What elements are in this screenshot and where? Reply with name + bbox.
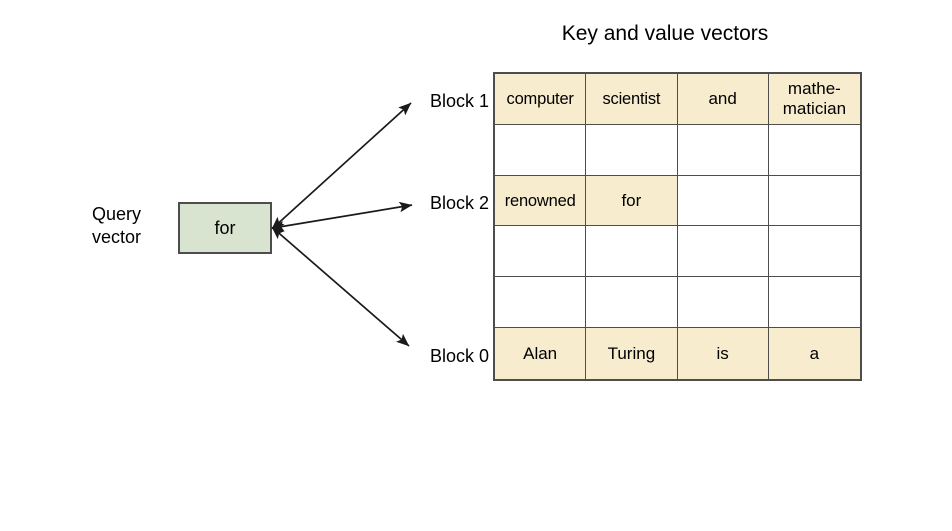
grid-cell-empty <box>768 277 860 329</box>
grid-cell-token: computer <box>495 74 587 125</box>
arrow-to-block-2 <box>270 201 413 232</box>
grid-cell-empty <box>677 226 769 278</box>
grid-cell-empty <box>768 124 860 176</box>
block-label-block-0: Block 0 <box>429 346 489 366</box>
grid-cell-empty <box>586 124 678 176</box>
grid-cell-empty <box>586 226 678 278</box>
grid-cell-token: renowned <box>495 175 587 227</box>
block-label-block-2: Block 2 <box>429 193 489 213</box>
arrow-to-block-0 <box>271 226 410 347</box>
grid-cell-token: for <box>586 175 678 227</box>
grid-cell-empty <box>586 277 678 329</box>
grid-cell-empty <box>677 175 769 227</box>
grid-cell-empty <box>677 124 769 176</box>
grid-cell-empty <box>768 175 860 227</box>
grid-cell-empty <box>495 226 587 278</box>
diagram-title: Key and value vectors <box>561 22 769 45</box>
grid-cell-token: and <box>677 74 769 125</box>
grid-cell-token: scientist <box>586 74 678 125</box>
query-vector-box: for <box>178 202 272 254</box>
grid-cell-empty <box>768 226 860 278</box>
grid-cell-token: is <box>677 328 769 379</box>
grid-cell-token: Turing <box>586 328 678 379</box>
grid-cell-token: Alan <box>495 328 587 379</box>
query-vector-label: Query vector <box>92 204 142 247</box>
arrow-to-block-1 <box>271 102 412 230</box>
grid-cell-empty <box>495 277 587 329</box>
grid-cell-empty <box>495 124 587 176</box>
grid-cell-token: a <box>768 328 860 379</box>
grid-cell-token: mathe- matician <box>768 74 860 125</box>
query-vector-token: for <box>214 217 236 238</box>
grid-cell-empty <box>677 277 769 329</box>
block-label-block-1: Block 1 <box>429 91 489 111</box>
